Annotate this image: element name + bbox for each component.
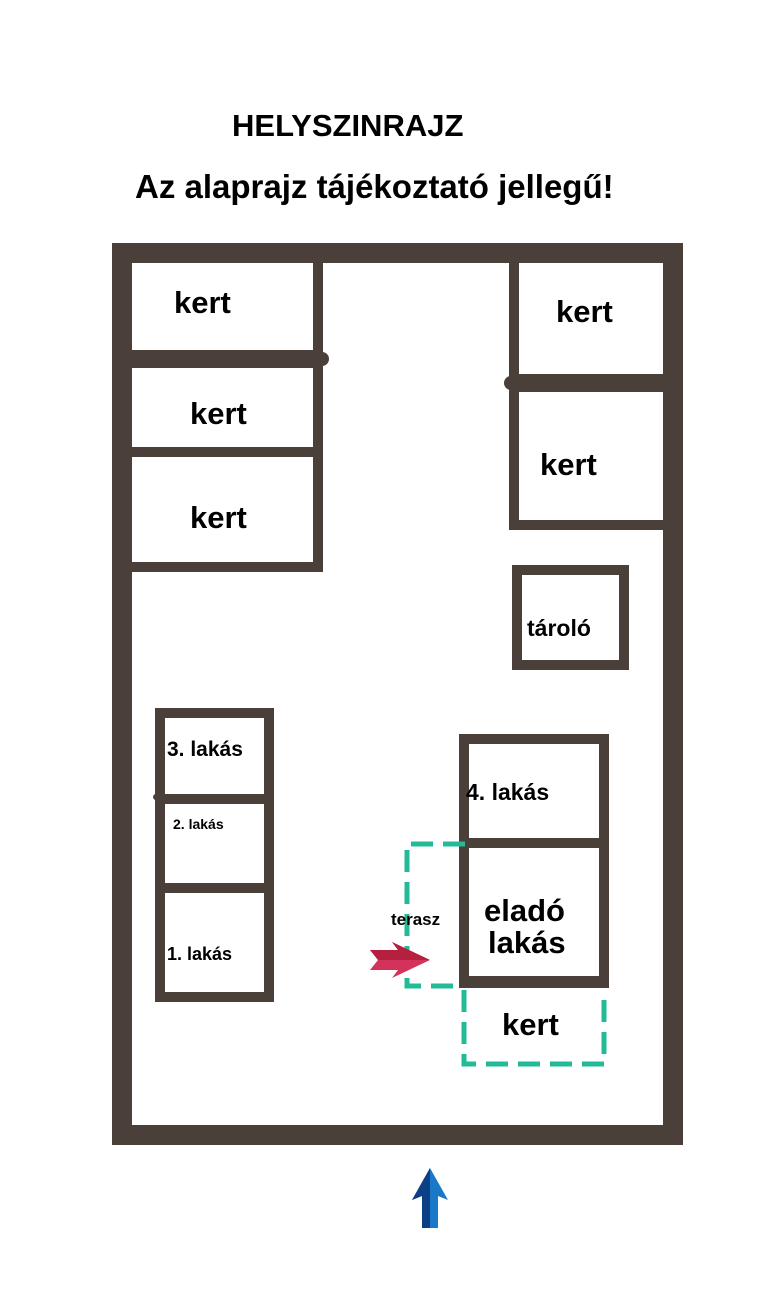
north-arrow-icon	[412, 1168, 448, 1228]
garden-label: kert	[174, 285, 231, 320]
flat-2-label: 2. lakás	[173, 816, 224, 832]
flats-1-3	[153, 708, 274, 1002]
plan-subtitle: Az alaprajz tájékoztató jellegű!	[135, 168, 614, 205]
garden-label: kert	[502, 1007, 559, 1042]
flat-4-and-for-sale	[459, 734, 609, 988]
flat-3-label: 3. lakás	[167, 738, 243, 761]
for-sale-label: lakás	[488, 925, 566, 960]
sale-garden-area	[461, 990, 607, 1067]
top-left-gardens	[132, 263, 329, 572]
plan-title: HELYSZINRAJZ	[232, 108, 463, 143]
outer-boundary	[112, 243, 683, 1145]
top-right-gardens	[504, 263, 663, 530]
flat-1-label: 1. lakás	[167, 944, 232, 964]
storage-label: tároló	[527, 615, 591, 641]
terrace-label: terasz	[391, 910, 440, 929]
garden-label: kert	[190, 396, 247, 431]
storage-room	[512, 565, 629, 670]
garden-label: kert	[556, 294, 613, 329]
entrance-arrow-icon	[370, 942, 430, 978]
for-sale-label: eladó	[484, 893, 565, 928]
flat-4-label: 4. lakás	[466, 779, 549, 805]
garden-label: kert	[540, 447, 597, 482]
garden-label: kert	[190, 500, 247, 535]
terrace-area	[404, 841, 465, 989]
